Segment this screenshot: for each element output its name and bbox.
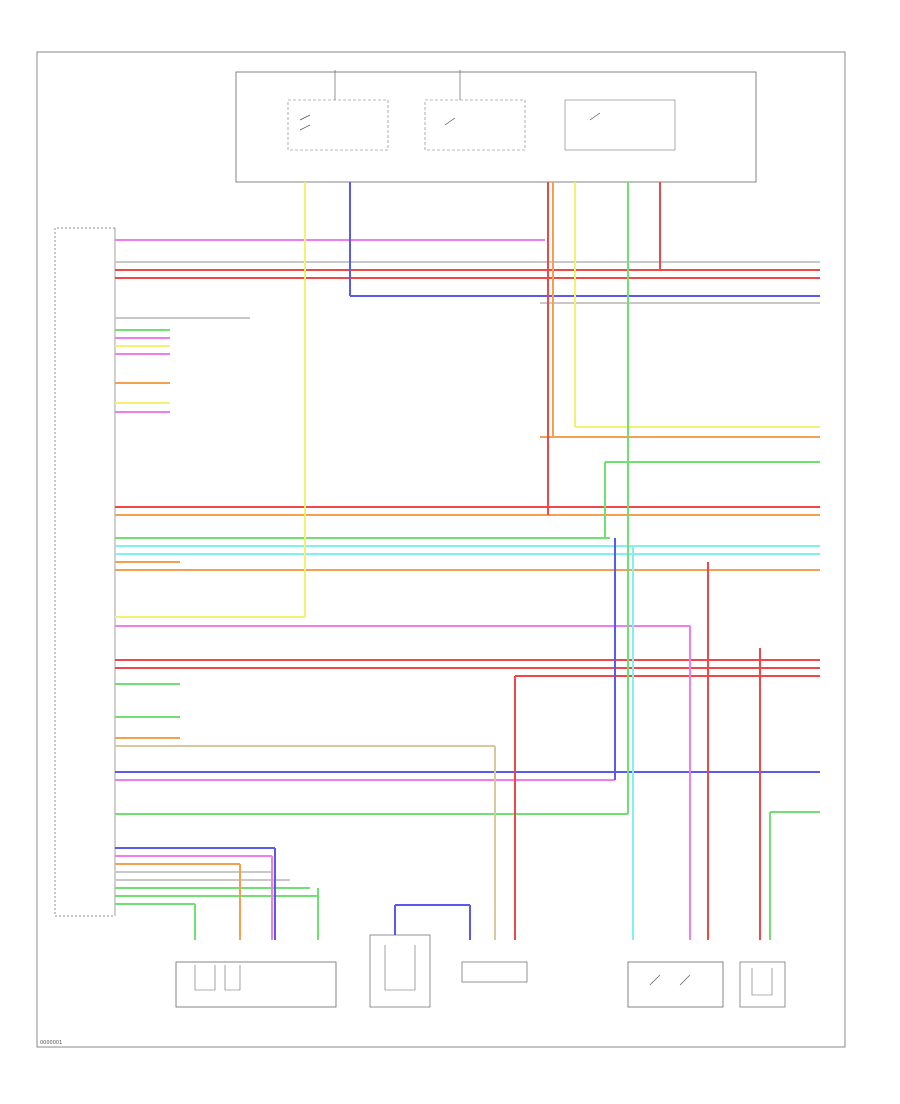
diagram-border bbox=[36, 51, 846, 1048]
footer-code: 0000001 bbox=[40, 1040, 62, 1046]
relay-1 bbox=[287, 99, 389, 151]
relay-3 bbox=[564, 99, 676, 151]
ecm-connector bbox=[54, 227, 116, 917]
sensor-assembly-left bbox=[175, 961, 337, 1008]
switch-component bbox=[369, 934, 431, 1008]
relay-box bbox=[235, 70, 757, 183]
lamp-component-center bbox=[461, 961, 528, 983]
horizontal-wires bbox=[115, 239, 820, 905]
door-lock-switch bbox=[627, 961, 724, 1008]
vertical-wires bbox=[194, 182, 771, 940]
relay-2 bbox=[424, 99, 526, 151]
lamp-component-right bbox=[739, 961, 786, 1008]
